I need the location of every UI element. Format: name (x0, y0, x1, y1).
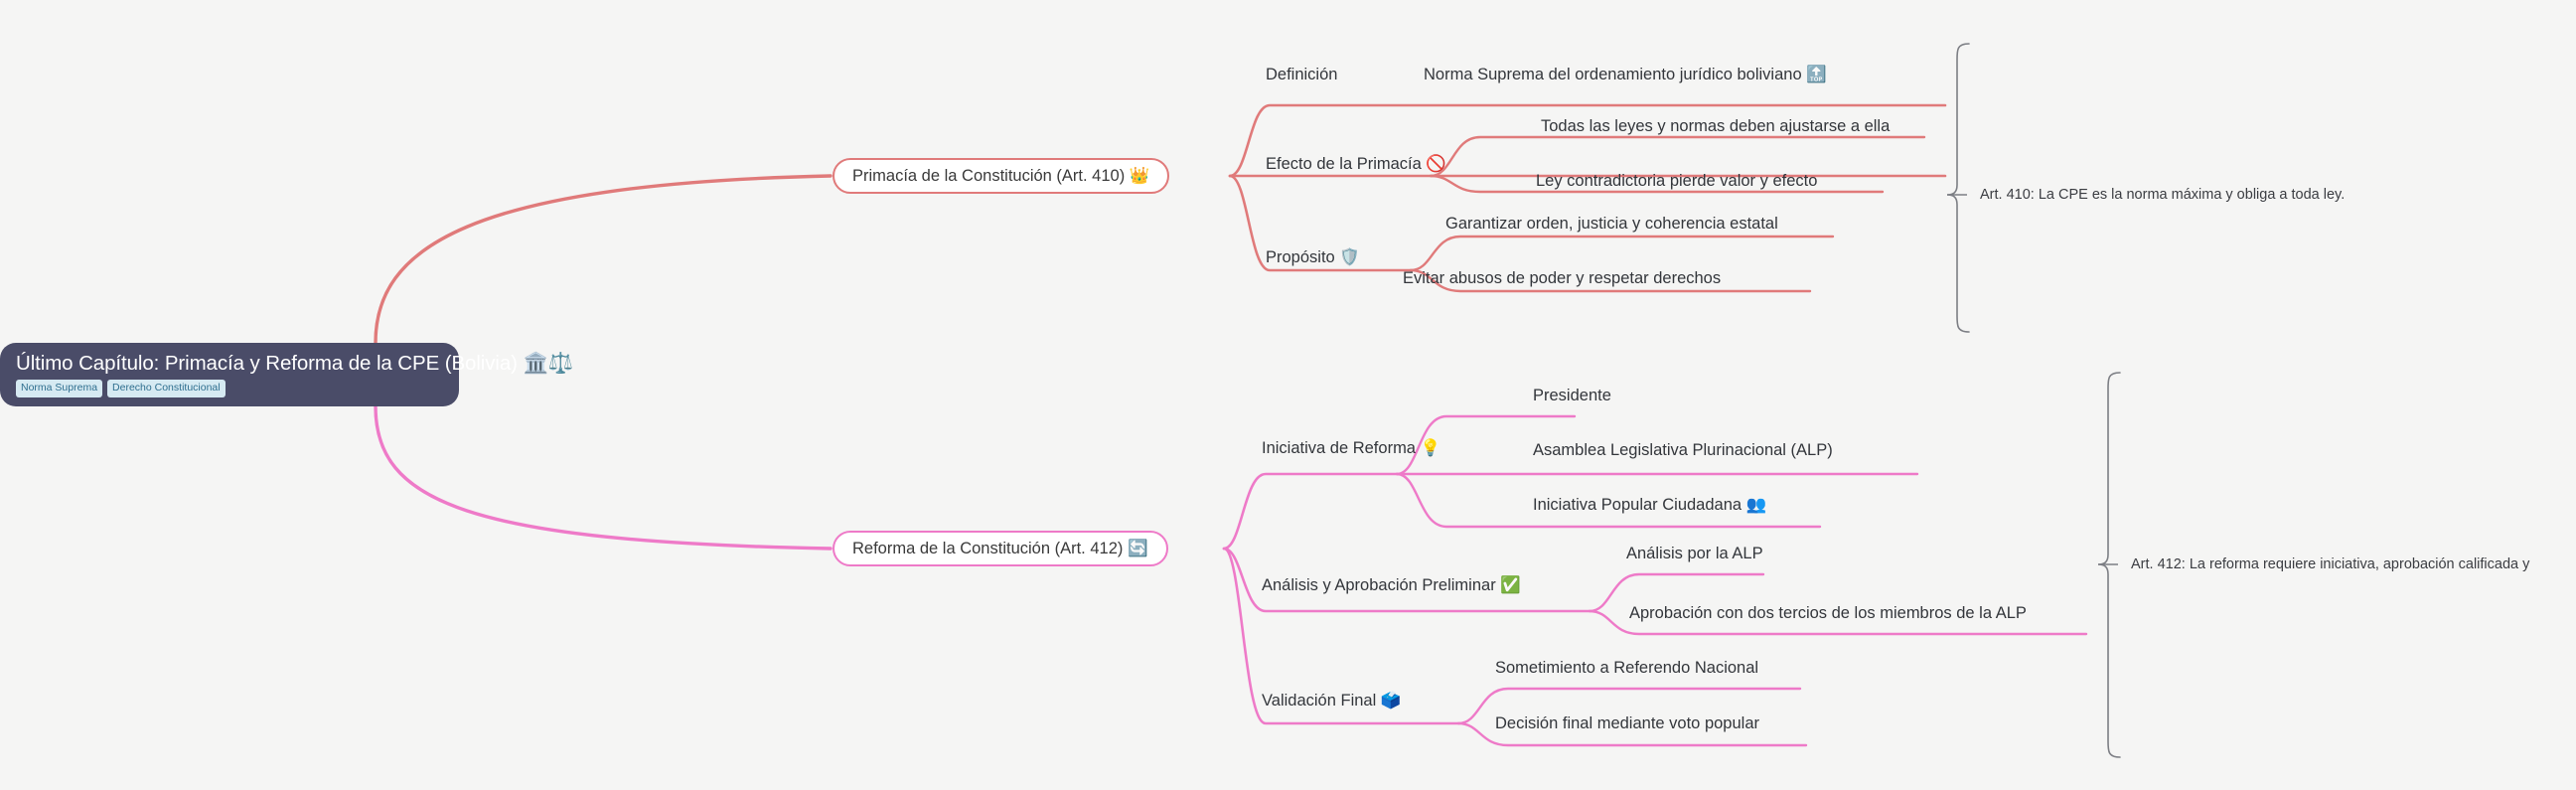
brace-art-412 (2097, 372, 2121, 758)
leaf-iniciativa-2[interactable]: Asamblea Legislativa Plurinacional (ALP) (1533, 441, 1833, 459)
leaf-analisis-1[interactable]: Análisis por la ALP (1626, 545, 1763, 562)
sublabel-validacion-final[interactable]: Validación Final 🗳️ (1262, 692, 1402, 710)
leaf-iniciativa-3[interactable]: Iniciativa Popular Ciudadana 👥 (1533, 496, 1767, 514)
branch-node-reforma[interactable]: Reforma de la Constitución (Art. 412) 🔄 (833, 531, 1168, 566)
annotation-art-412: Art. 412: La reforma requiere iniciativa… (2131, 556, 2530, 572)
root-tag-norma-suprema[interactable]: Norma Suprema (16, 380, 103, 397)
wire-root-to-primacia (374, 174, 833, 345)
root-node[interactable]: Último Capítulo: Primacía y Reforma de l… (0, 343, 574, 406)
leaf-proposito-1[interactable]: Garantizar orden, justicia y coherencia … (1445, 215, 1778, 233)
brace-art-410 (1946, 43, 1970, 333)
sublabel-efecto-primacia[interactable]: Efecto de la Primacía 🚫 (1266, 155, 1446, 173)
wire-root-to-reforma (374, 404, 833, 551)
leaf-validacion-2[interactable]: Decisión final mediante voto popular (1495, 714, 1759, 732)
annotation-art-410: Art. 410: La CPE es la norma máxima y ob… (1980, 187, 2346, 203)
sublabel-analisis-aprobacion[interactable]: Análisis y Aprobación Preliminar ✅ (1262, 576, 1521, 594)
leaf-iniciativa-1[interactable]: Presidente (1533, 387, 1611, 404)
root-tag-list: Norma Suprema Derecho Constitucional (16, 380, 443, 397)
wire-efecto-child-1 (1429, 135, 1926, 178)
root-tag-derecho-constitucional[interactable]: Derecho Constitucional (107, 380, 226, 397)
leaf-efecto-2[interactable]: Ley contradictoria pierde valor y efecto (1536, 172, 1818, 190)
leaf-proposito-2[interactable]: Evitar abusos de poder y respetar derech… (1403, 269, 1722, 287)
leaf-efecto-1[interactable]: Todas las leyes y normas deben ajustarse… (1541, 117, 1891, 135)
leaf-definicion-1[interactable]: Norma Suprema del ordenamiento jurídico … (1424, 66, 1827, 83)
sublabel-proposito[interactable]: Propósito 🛡️ (1266, 248, 1360, 266)
sublabel-definicion[interactable]: Definición (1266, 66, 1338, 83)
branch-node-primacia[interactable]: Primacía de la Constitución (Art. 410) 👑 (833, 158, 1170, 194)
root-title: Último Capítulo: Primacía y Reforma de l… (16, 352, 574, 376)
sublabel-iniciativa-reforma[interactable]: Iniciativa de Reforma 💡 (1262, 439, 1441, 457)
wire-reforma-iniciativa (1222, 472, 1399, 551)
leaf-validacion-1[interactable]: Sometimiento a Referendo Nacional (1495, 659, 1759, 677)
leaf-analisis-2[interactable]: Aprobación con dos tercios de los miembr… (1629, 604, 2027, 622)
branch-label-primacia: Primacía de la Constitución (Art. 410) 👑 (852, 166, 1150, 185)
branch-label-reforma: Reforma de la Constitución (Art. 412) 🔄 (852, 539, 1148, 557)
wire-proposito-child-1 (1409, 235, 1835, 272)
